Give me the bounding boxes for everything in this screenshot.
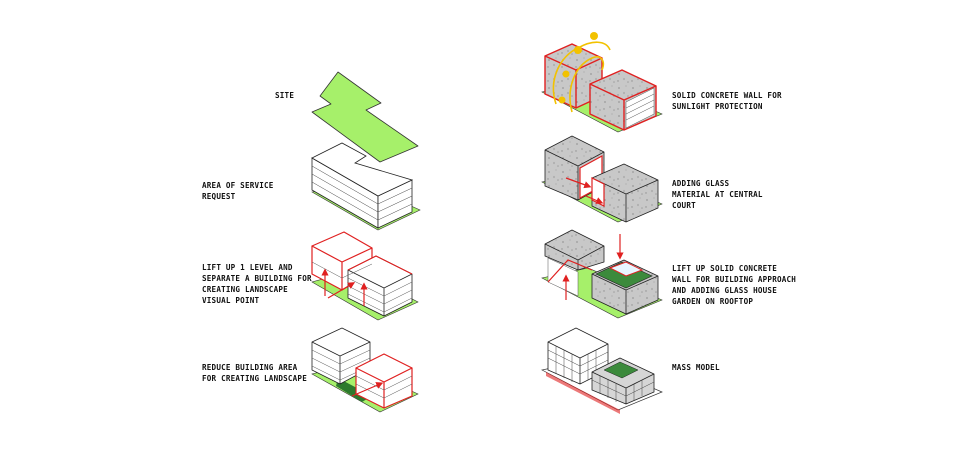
- lift-block-b-outline: [347, 255, 413, 275]
- glass-arrow-1: [565, 177, 592, 189]
- reduce-step: [311, 327, 419, 413]
- mass-step: [540, 327, 663, 414]
- lift-arrow-2: [327, 282, 356, 299]
- service-block-roof: [311, 142, 414, 197]
- wall-glazing-b-lines: [625, 93, 655, 121]
- label-glass: ADDING GLASS MATERIAL AT CENTRAL COURT: [672, 179, 763, 210]
- liftwall-step: [541, 229, 663, 319]
- mass-block-a-grid: [547, 346, 609, 382]
- wall-step: [541, 32, 663, 133]
- mass-block-a: [547, 327, 609, 385]
- label-lift: LIFT UP 1 LEVEL AND SEPARATE A BUILDING …: [202, 263, 312, 305]
- label-liftwall: LIFT UP SOLID CONCRETE WALL FOR BUILDING…: [672, 264, 797, 306]
- reduce-arrow: [351, 382, 384, 397]
- label-site: SITE: [275, 91, 295, 100]
- service-step: [311, 142, 421, 231]
- site-step: [311, 71, 419, 163]
- wall-glazing-b: [625, 87, 655, 129]
- liftwall-red-edge: [547, 259, 593, 283]
- label-wall: SOLID CONCRETE WALL FOR SUNLIGHT PROTECT…: [672, 91, 782, 111]
- service-floor-lines: [311, 165, 413, 221]
- sun-path-2: [569, 55, 605, 113]
- site-plot: [311, 71, 419, 163]
- reduce-block-b-lines: [355, 375, 413, 399]
- lift-floor-lines: [311, 261, 413, 313]
- sun-icon-4: [558, 96, 566, 104]
- sun-icon-3: [562, 70, 570, 78]
- mass-block-b-grid: [591, 376, 655, 402]
- lift-step: [311, 231, 419, 321]
- label-mass: MASS MODEL: [672, 363, 720, 372]
- liftwall-block-a: [544, 229, 605, 271]
- glass-arrow-2: [585, 195, 604, 204]
- mass-ground-stripe: [546, 372, 620, 414]
- sun-icon-1: [574, 46, 582, 54]
- glass-step: [541, 135, 663, 223]
- label-reduce: REDUCE BUILDING AREA FOR CREATING LANDSC…: [202, 363, 307, 383]
- mass-rooftop-green: [603, 361, 639, 379]
- reduce-block-b: [355, 353, 413, 409]
- glass-house: [608, 261, 644, 277]
- label-service: AREA OF SERVICE REQUEST: [202, 181, 274, 201]
- sun-icon-2: [590, 32, 598, 40]
